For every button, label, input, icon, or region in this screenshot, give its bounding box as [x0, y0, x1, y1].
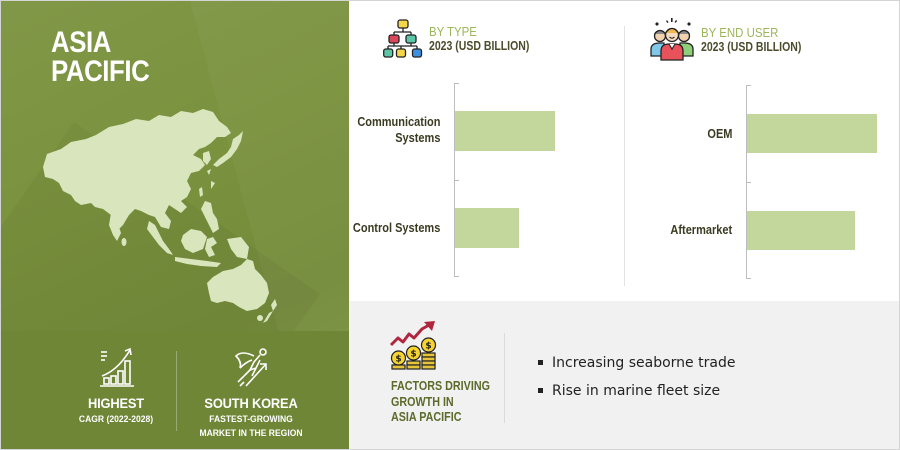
stat-headline: HIGHEST	[88, 395, 144, 411]
chart-subtitle: 2023 (USD BILLION)	[429, 39, 530, 53]
hierarchy-icon	[383, 19, 423, 58]
stat-subtext-line2: MARKET IN THE REGION	[199, 428, 303, 439]
region-title-line2: PACIFIC	[51, 55, 150, 88]
chart-title: BY TYPE	[429, 24, 477, 39]
asia-pacific-map-icon	[43, 109, 277, 323]
by-type-header: BY TYPE 2023 (USD BILLION)	[383, 18, 548, 60]
stat-subtext: CAGR (2022-2028)	[78, 414, 154, 425]
category-label: Aftermarket	[670, 223, 732, 237]
stat-subtext: FASTEST-GROWING MARKET IN THE REGION	[188, 413, 314, 441]
svg-text:$: $	[425, 342, 431, 352]
stat-subtext-line1: FASTEST-GROWING	[209, 414, 293, 425]
stat-highest-cagr: HIGHEST CAGR (2022-2028)	[56, 346, 176, 427]
by-type-axis	[454, 83, 459, 277]
region-title-line1: ASIA	[51, 26, 111, 59]
category-label: OEM	[706, 127, 732, 141]
svg-text:$: $	[395, 355, 401, 365]
bar-control-systems	[455, 208, 519, 248]
stats-divider	[176, 351, 177, 431]
chart-subtitle: 2023 (USD BILLION)	[701, 40, 802, 54]
user-group-icon	[650, 18, 694, 61]
factors-title: FACTORS DRIVING GROWTH IN ASIA PACIFIC	[391, 379, 490, 424]
stat-fastest-growing: SOUTH KOREA FASTEST-GROWING MARKET IN TH…	[181, 346, 321, 441]
coins-growth-icon: $ $ $	[389, 321, 437, 370]
chart-divider	[624, 26, 625, 286]
factor-item: Increasing seaborne trade	[537, 349, 735, 377]
factors-list: Increasing seaborne trade Rise in marine…	[537, 349, 735, 405]
by-end-user-header: BY END USER 2023 (USD BILLION)	[649, 18, 820, 62]
stats-band	[1, 331, 349, 449]
bar-aftermarket	[747, 211, 855, 250]
growth-chart-icon	[56, 346, 176, 388]
chart-title: BY END USER	[701, 25, 779, 40]
growth-factors-section: $ $ $ FACTORS DRIVING GROWTH IN ASIA PAC…	[349, 301, 899, 449]
rocket-person-icon	[181, 346, 321, 388]
bar-oem	[747, 114, 877, 153]
region-title: ASIA PACIFIC	[51, 26, 150, 88]
factors-divider	[504, 333, 505, 423]
factor-item: Rise in marine fleet size	[537, 377, 735, 405]
category-label: Control Systems	[352, 221, 440, 235]
region-panel: ASIA PACIFIC	[1, 1, 349, 449]
by-end-user-axis	[746, 85, 751, 279]
stat-headline: SOUTH KOREA	[204, 395, 298, 411]
svg-text:$: $	[410, 350, 416, 360]
bar-communication-systems	[455, 111, 555, 151]
